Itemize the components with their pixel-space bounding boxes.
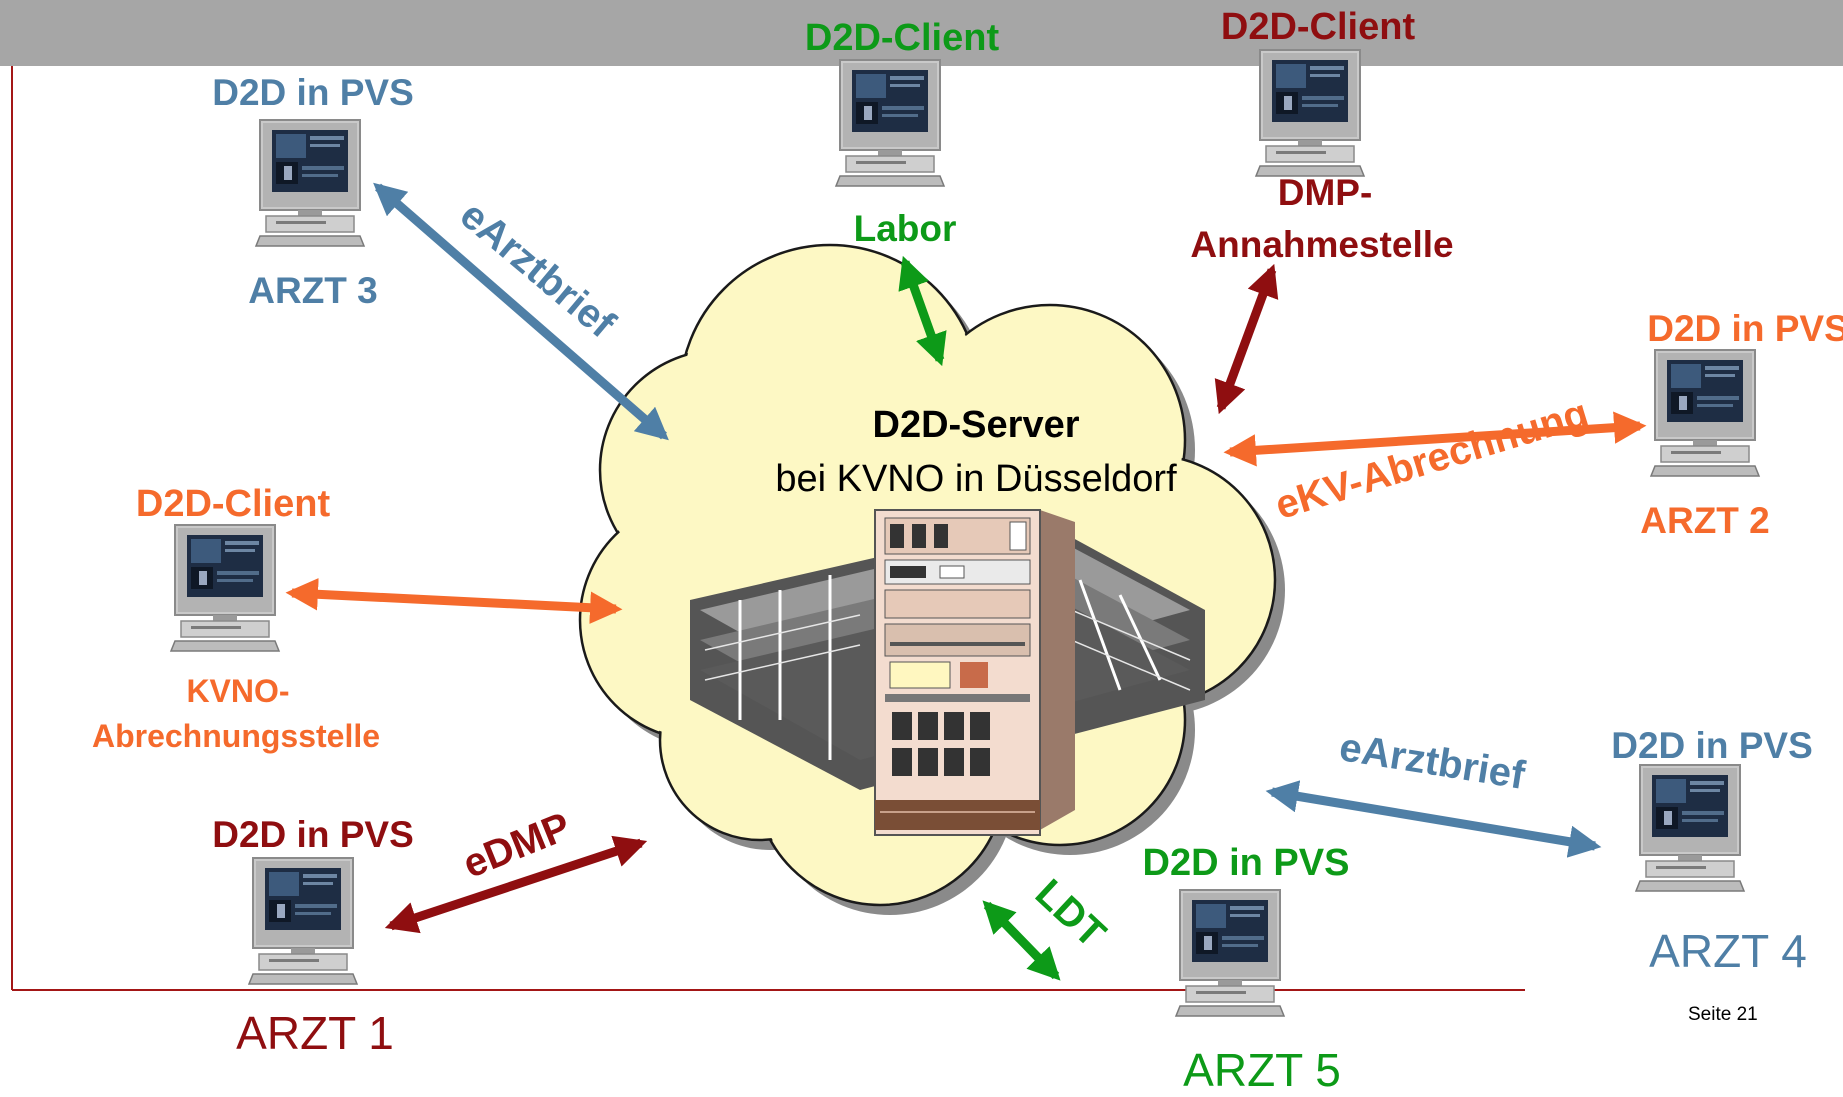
dmp-bottom-label-1: DMP- <box>1277 172 1373 213</box>
computer-icon-arzt5 <box>1175 889 1285 1017</box>
arzt5-bottom-label: ARZT 5 <box>1183 1044 1341 1096</box>
computer-icon-arzt2 <box>1650 349 1760 477</box>
computer-icon-labor <box>835 59 945 187</box>
arrow-edmp <box>384 835 648 934</box>
labor-bottom-label: Labor <box>853 208 957 249</box>
computer-icon-dmp <box>1255 49 1365 177</box>
arzt3-top-label: D2D in PVS <box>212 72 414 113</box>
kvno-bottom-label-2: Abrechnungsstelle <box>91 718 381 754</box>
arrow-abrechnung <box>1223 411 1647 467</box>
arzt2-top-label: D2D in PVS <box>1647 308 1843 349</box>
arrow-dmp <box>1214 263 1279 415</box>
dmp-top-label: D2D-Client <box>1220 6 1416 48</box>
computer-icon-arzt3 <box>255 119 365 247</box>
arzt1-bottom-label: ARZT 1 <box>236 1007 394 1059</box>
arrow-labor <box>898 255 947 367</box>
labor-top-label: D2D-Client <box>804 17 1000 59</box>
computer-icon-arzt4 <box>1635 764 1745 892</box>
arrow-ldt <box>982 900 1061 981</box>
server-rack <box>874 509 1075 836</box>
dmp-bottom-label-2: Annahmestelle <box>1190 224 1454 265</box>
arzt3-bottom-label: ARZT 3 <box>248 270 378 311</box>
server-title: D2D-Server <box>872 404 1080 446</box>
header-bar <box>0 0 1843 66</box>
arzt5-top-label: D2D in PVS <box>1142 842 1350 884</box>
arrow-kvno <box>285 578 623 624</box>
arzt4-top-label: D2D in PVS <box>1611 725 1813 766</box>
kvno-bottom-label-1: KVNO- <box>186 673 290 709</box>
arzt1-top-label: D2D in PVS <box>212 814 414 855</box>
arzt2-bottom-label: ARZT 2 <box>1640 500 1770 541</box>
arrow-arztbrief-arzt4 <box>1265 780 1602 858</box>
page-number: Seite 21 <box>1688 1004 1758 1025</box>
computer-icon-kvno <box>170 524 280 652</box>
arzt4-bottom-label: ARZT 4 <box>1649 925 1807 977</box>
server-subtitle: bei KVNO in Düsseldorf <box>775 458 1177 500</box>
arrow-arztbrief-arzt3 <box>373 182 669 441</box>
kvno-top-label: D2D-Client <box>135 483 331 525</box>
computer-icon-arzt1 <box>248 857 358 985</box>
